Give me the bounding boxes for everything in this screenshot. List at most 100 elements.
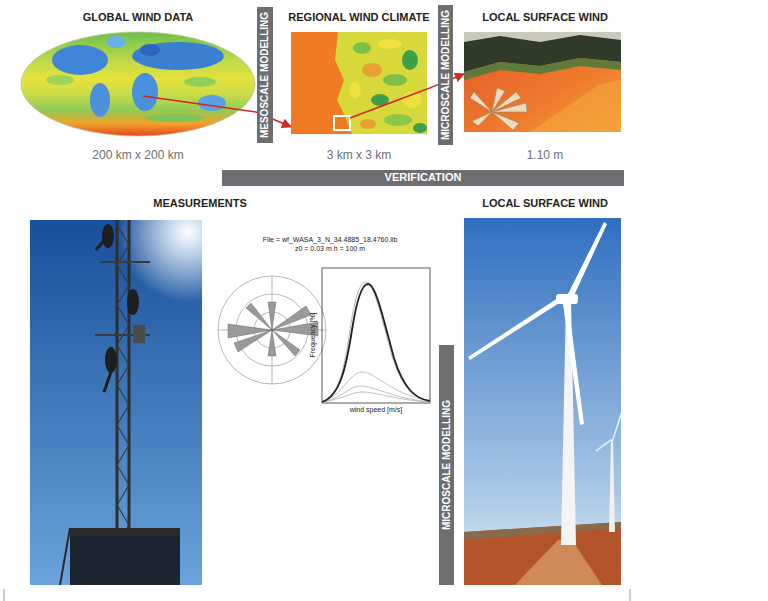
bar-label: MICROSCALE MODELLING: [440, 10, 452, 140]
global-wind-map: [132, 73, 158, 111]
bar-label: MICROSCALE MODELLING: [441, 400, 453, 530]
modelling-bar: MICROSCALE MODELLING: [439, 345, 454, 585]
wind-turbine-photo: [468, 296, 564, 360]
mast-photo: [127, 289, 139, 315]
regional-wind-map: [362, 63, 382, 77]
regional-wind-map: [353, 42, 371, 54]
mast-photo: [100, 261, 150, 263]
regional-wind-map: [360, 119, 376, 129]
wind-rose-chart: [228, 324, 272, 338]
global-wind-map: [132, 42, 224, 70]
terrain-model: [492, 112, 519, 130]
weibull-chart: [322, 268, 430, 403]
regional-wind-map: [349, 82, 361, 98]
global-wind-map: [145, 114, 205, 122]
verification-bar: VERIFICATION: [222, 170, 624, 186]
global-wind-map: [20, 32, 256, 136]
panel-heading: REGIONAL WIND CLIMATE: [288, 11, 429, 24]
wind-turbine-photo: [464, 522, 621, 585]
terrain-model: [470, 88, 527, 130]
terrain-model: [464, 58, 621, 80]
image-panel: LOCAL SURFACE WIND: [464, 218, 621, 585]
wind-turbine-photo: [563, 302, 584, 425]
wind-turbine-photo: [612, 412, 621, 441]
wind-rose-chart: [218, 276, 326, 384]
chart-subtitle: z0 = 0.03 m h = 100 m: [295, 245, 365, 253]
regional-wind-map: [384, 114, 412, 126]
chart-title: File = wf_WASA_3_N_34.4885_18.4760.lib: [263, 236, 398, 244]
wind-turbine-photo: [464, 218, 621, 585]
mast-photo: [105, 347, 117, 373]
resolution-label: 3 km x 3 km: [327, 148, 392, 162]
wind-rose-chart: [218, 276, 326, 384]
pointer-line: [143, 96, 256, 112]
frame-line: [4, 589, 5, 601]
weibull-chart: [322, 268, 430, 403]
global-wind-map: [140, 44, 160, 56]
global-wind-map: [106, 36, 126, 48]
global-wind-map: [184, 77, 216, 87]
wind-turbine-photo: [609, 440, 615, 532]
global-wind-map: [90, 83, 110, 117]
wind-rose-chart: [268, 330, 276, 356]
regional-wind-map: [383, 74, 407, 86]
wind-rose-chart: [218, 276, 326, 384]
panel-heading: LOCAL SURFACE WIND: [482, 197, 608, 210]
regional-wind-map: [413, 123, 427, 133]
bar-label: VERIFICATION: [385, 171, 462, 184]
wind-rose-chart: [268, 302, 276, 330]
axis-label: Frequency [%]: [309, 312, 317, 357]
global-wind-map: [52, 45, 108, 75]
regional-wind-map: [291, 32, 427, 134]
regional-wind-map: [334, 116, 350, 130]
terrain-model: [464, 32, 621, 132]
wind-rose-chart: [272, 330, 300, 356]
modelling-bar: MICROSCALE MODELLING: [438, 5, 453, 145]
frame-line: [630, 589, 631, 601]
wind-turbine-photo: [464, 522, 621, 540]
mast-photo: [30, 220, 202, 585]
wind-turbine-photo: [561, 295, 571, 305]
image-panel: REGIONAL WIND CLIMATE3 km x 3 km: [291, 32, 427, 134]
image-panel: GLOBAL WIND DATA200 km x 200 km: [20, 32, 256, 136]
mast-photo: [70, 528, 180, 536]
wind-rose-chart: [234, 330, 272, 352]
panel-heading: LOCAL SURFACE WIND: [482, 11, 608, 24]
weibull-chart: [322, 284, 430, 402]
wind-turbine-photo: [566, 222, 607, 302]
global-wind-map: [20, 32, 256, 136]
image-panel: MEASUREMENTS: [30, 218, 438, 585]
pointer-line: [350, 89, 427, 118]
image-panel: LOCAL SURFACE WIND1.10 m: [464, 32, 621, 132]
axis-label: wind speed [m/s]: [350, 406, 403, 414]
panel-heading: MEASUREMENTS: [153, 197, 247, 210]
resolution-label: 200 km x 200 km: [92, 148, 183, 162]
mast-photo: [96, 236, 108, 250]
mast-photo: [60, 528, 70, 585]
mast-photo: [133, 325, 145, 343]
regional-wind-map: [402, 50, 418, 70]
terrain-model: [464, 32, 621, 132]
wind-turbine-photo: [464, 218, 621, 585]
weibull-chart: [322, 282, 430, 402]
regional-wind-map: [335, 32, 427, 134]
terrain-model: [472, 112, 492, 126]
regional-wind-map: [378, 39, 402, 49]
regional-wind-map: [291, 32, 427, 134]
resolution-label: 1.10 m: [527, 148, 564, 162]
mast-photo: [104, 372, 111, 392]
wind-turbine-photo: [515, 540, 602, 585]
global-wind-map: [198, 95, 226, 111]
modelling-bar: MESOSCALE MODELLING: [257, 7, 273, 143]
wind-rose-chart: [246, 303, 272, 330]
panel-heading: GLOBAL WIND DATA: [83, 11, 194, 24]
wind-rose-chart: [228, 302, 318, 356]
global-wind-map: [46, 75, 74, 85]
wind-rose-chart: [272, 306, 311, 330]
wind-turbine-photo: [596, 439, 612, 452]
map-outline: [21, 32, 255, 136]
terrain-model: [530, 80, 621, 132]
bar-label: MESOSCALE MODELLING: [259, 12, 271, 138]
